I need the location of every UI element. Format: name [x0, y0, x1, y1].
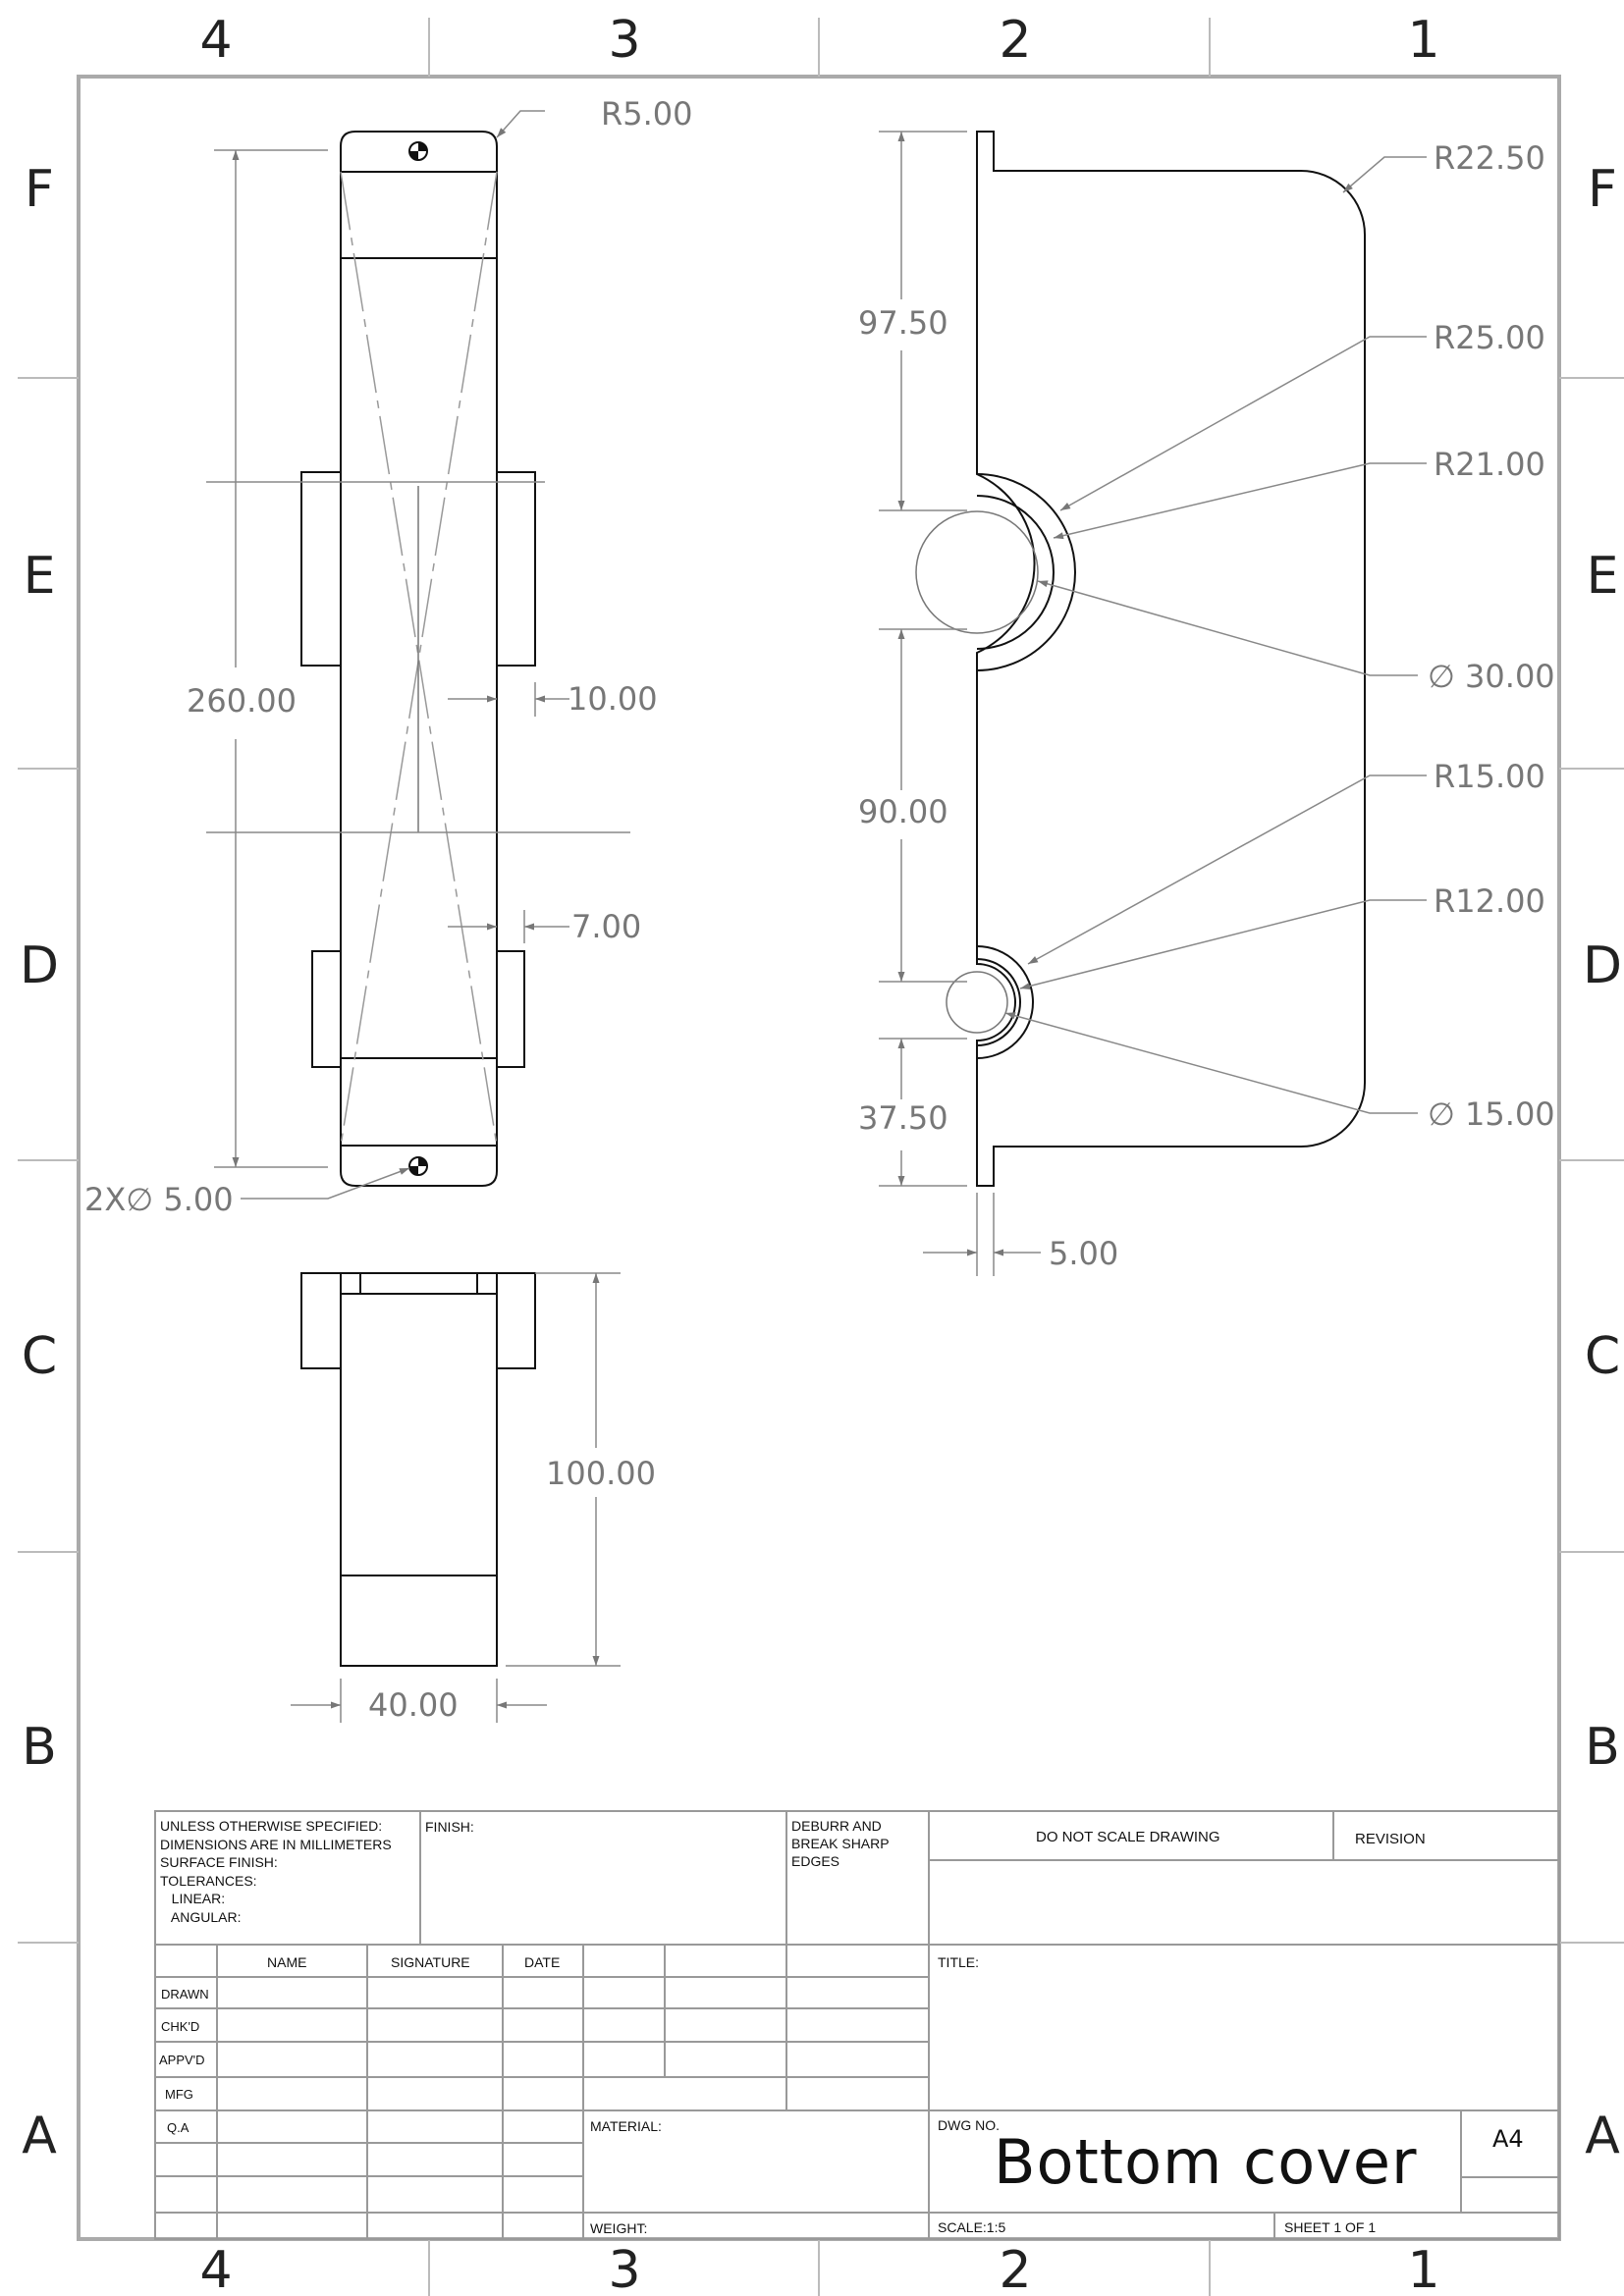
sheet-number: SHEET 1 OF 1 [1284, 2219, 1377, 2235]
role-approved: APPV'D [159, 2053, 205, 2067]
column-signature-header: SIGNATURE [391, 1954, 470, 1970]
zone-row-right-d: D [1583, 936, 1622, 995]
revision-label: REVISION [1355, 1831, 1426, 1847]
front-view-upper-left-tab [300, 471, 342, 667]
material-label: MATERIAL: [590, 2118, 662, 2134]
front-view-center-marks [408, 141, 428, 1176]
dim-bottom-width: 40.00 [368, 1686, 459, 1724]
dim-small-hole-dia: ∅ 15.00 [1428, 1095, 1555, 1133]
side-view-large-inner-arc [976, 495, 1055, 650]
deburr-note: DEBURR AND BREAK SHARP EDGES [791, 1818, 890, 1869]
front-view-upper-right-tab [496, 471, 536, 667]
dim-front-corner-radius: R5.00 [601, 95, 692, 133]
side-view-large-hole [915, 510, 1039, 634]
dim-large-inner-radius: R21.00 [1434, 446, 1545, 483]
side-view-small-inner-arc [976, 958, 1021, 1046]
side-view-dimension-lines [879, 131, 1427, 1276]
zone-row-left-c: C [22, 1327, 57, 1386]
front-view-dimension-lines [206, 110, 630, 1200]
front-view-lower-left-tab [311, 950, 342, 1068]
zone-row-right-f: F [1588, 160, 1617, 219]
zone-row-left-f: F [25, 160, 54, 219]
dim-bottom-height: 100.00 [546, 1455, 656, 1492]
zone-col-bottom-3: 3 [608, 2241, 640, 2296]
column-date-header: DATE [524, 1954, 561, 1970]
bottom-view [300, 1272, 536, 1667]
zone-row-right-c: C [1585, 1327, 1620, 1386]
zone-row-right-b: B [1585, 1718, 1620, 1777]
zone-col-bottom-4: 4 [199, 2241, 232, 2296]
title-label: TITLE: [938, 1954, 980, 1970]
bottom-view-left-tab [300, 1272, 342, 1369]
zone-labels: 4 3 2 1 4 3 2 1 F E D C B A F E D C B A [20, 11, 1622, 2296]
do-not-scale-note: DO NOT SCALE DRAWING [1036, 1829, 1220, 1845]
side-view [915, 131, 1366, 1187]
side-view-small-outer-arc [976, 945, 1034, 1059]
front-view [300, 131, 536, 1187]
dim-small-inner-radius: R12.00 [1434, 882, 1545, 920]
bottom-view-dimension-text: 100.00 40.00 [368, 1455, 656, 1724]
dim-hole-callout: 2X∅ 5.00 [84, 1181, 234, 1218]
front-view-hidden-lines [340, 171, 498, 1147]
role-drawn: DRAWN [161, 1987, 209, 2002]
dim-small-outer-radius: R15.00 [1434, 758, 1545, 795]
zone-col-top-2: 2 [999, 11, 1031, 70]
front-view-lower-right-tab [496, 950, 525, 1068]
zone-row-left-a: A [22, 2107, 57, 2165]
title-block-grid [154, 1810, 1560, 2240]
dim-bottom-segment: 37.50 [858, 1099, 948, 1137]
zone-row-left-d: D [20, 936, 59, 995]
weight-label: WEIGHT: [590, 2220, 648, 2236]
dim-overall-length: 260.00 [187, 682, 297, 720]
zone-row-right-a: A [1585, 2107, 1620, 2165]
dim-top-segment: 97.50 [858, 304, 948, 342]
zone-row-right-e: E [1587, 547, 1619, 606]
finish-label: FINISH: [425, 1819, 474, 1835]
side-view-small-hole [946, 971, 1008, 1034]
scale-label: SCALE:1:5 [938, 2219, 1006, 2235]
role-qa: Q.A [167, 2120, 189, 2135]
bottom-view-body [340, 1272, 498, 1667]
zone-col-bottom-2: 2 [999, 2241, 1031, 2296]
dim-middle-segment: 90.00 [858, 793, 948, 830]
front-view-body [340, 131, 498, 1187]
front-view-dimension-text: 260.00 R5.00 2X∅ 5.00 10.00 7.00 [84, 95, 692, 1218]
drawing-title: Bottom cover [994, 2126, 1418, 2198]
zone-ticks [18, 18, 1624, 2296]
dim-large-outer-radius: R25.00 [1434, 319, 1545, 356]
zone-col-bottom-1: 1 [1407, 2241, 1439, 2296]
zone-col-top-1: 1 [1407, 11, 1439, 70]
dim-upper-offset: 10.00 [568, 680, 658, 718]
dim-lower-offset: 7.00 [571, 908, 641, 945]
zone-col-top-3: 3 [608, 11, 640, 70]
dim-large-hole-dia: ∅ 30.00 [1428, 658, 1555, 695]
general-notes: UNLESS OTHERWISE SPECIFIED: DIMENSIONS A… [160, 1818, 392, 1925]
column-name-header: NAME [267, 1954, 307, 1970]
dwg-no-label: DWG NO. [938, 2117, 1000, 2133]
role-mfg: MFG [165, 2087, 193, 2102]
bottom-view-dimension-lines [291, 1272, 621, 1723]
side-view-outline [976, 131, 1366, 1187]
zone-row-left-b: B [22, 1718, 57, 1777]
side-view-large-outer-arc [976, 473, 1076, 671]
role-checked: CHK'D [161, 2019, 200, 2034]
dim-side-corner-radius: R22.50 [1434, 139, 1545, 177]
zone-col-top-4: 4 [199, 11, 232, 70]
bottom-view-right-tab [496, 1272, 536, 1369]
side-view-dimension-text: 97.50 90.00 37.50 5.00 R22.50 R25.00 R21… [858, 139, 1555, 1272]
dim-flange-thickness: 5.00 [1049, 1235, 1118, 1272]
zone-row-left-e: E [24, 547, 56, 606]
paper-size: A4 [1492, 2125, 1524, 2153]
